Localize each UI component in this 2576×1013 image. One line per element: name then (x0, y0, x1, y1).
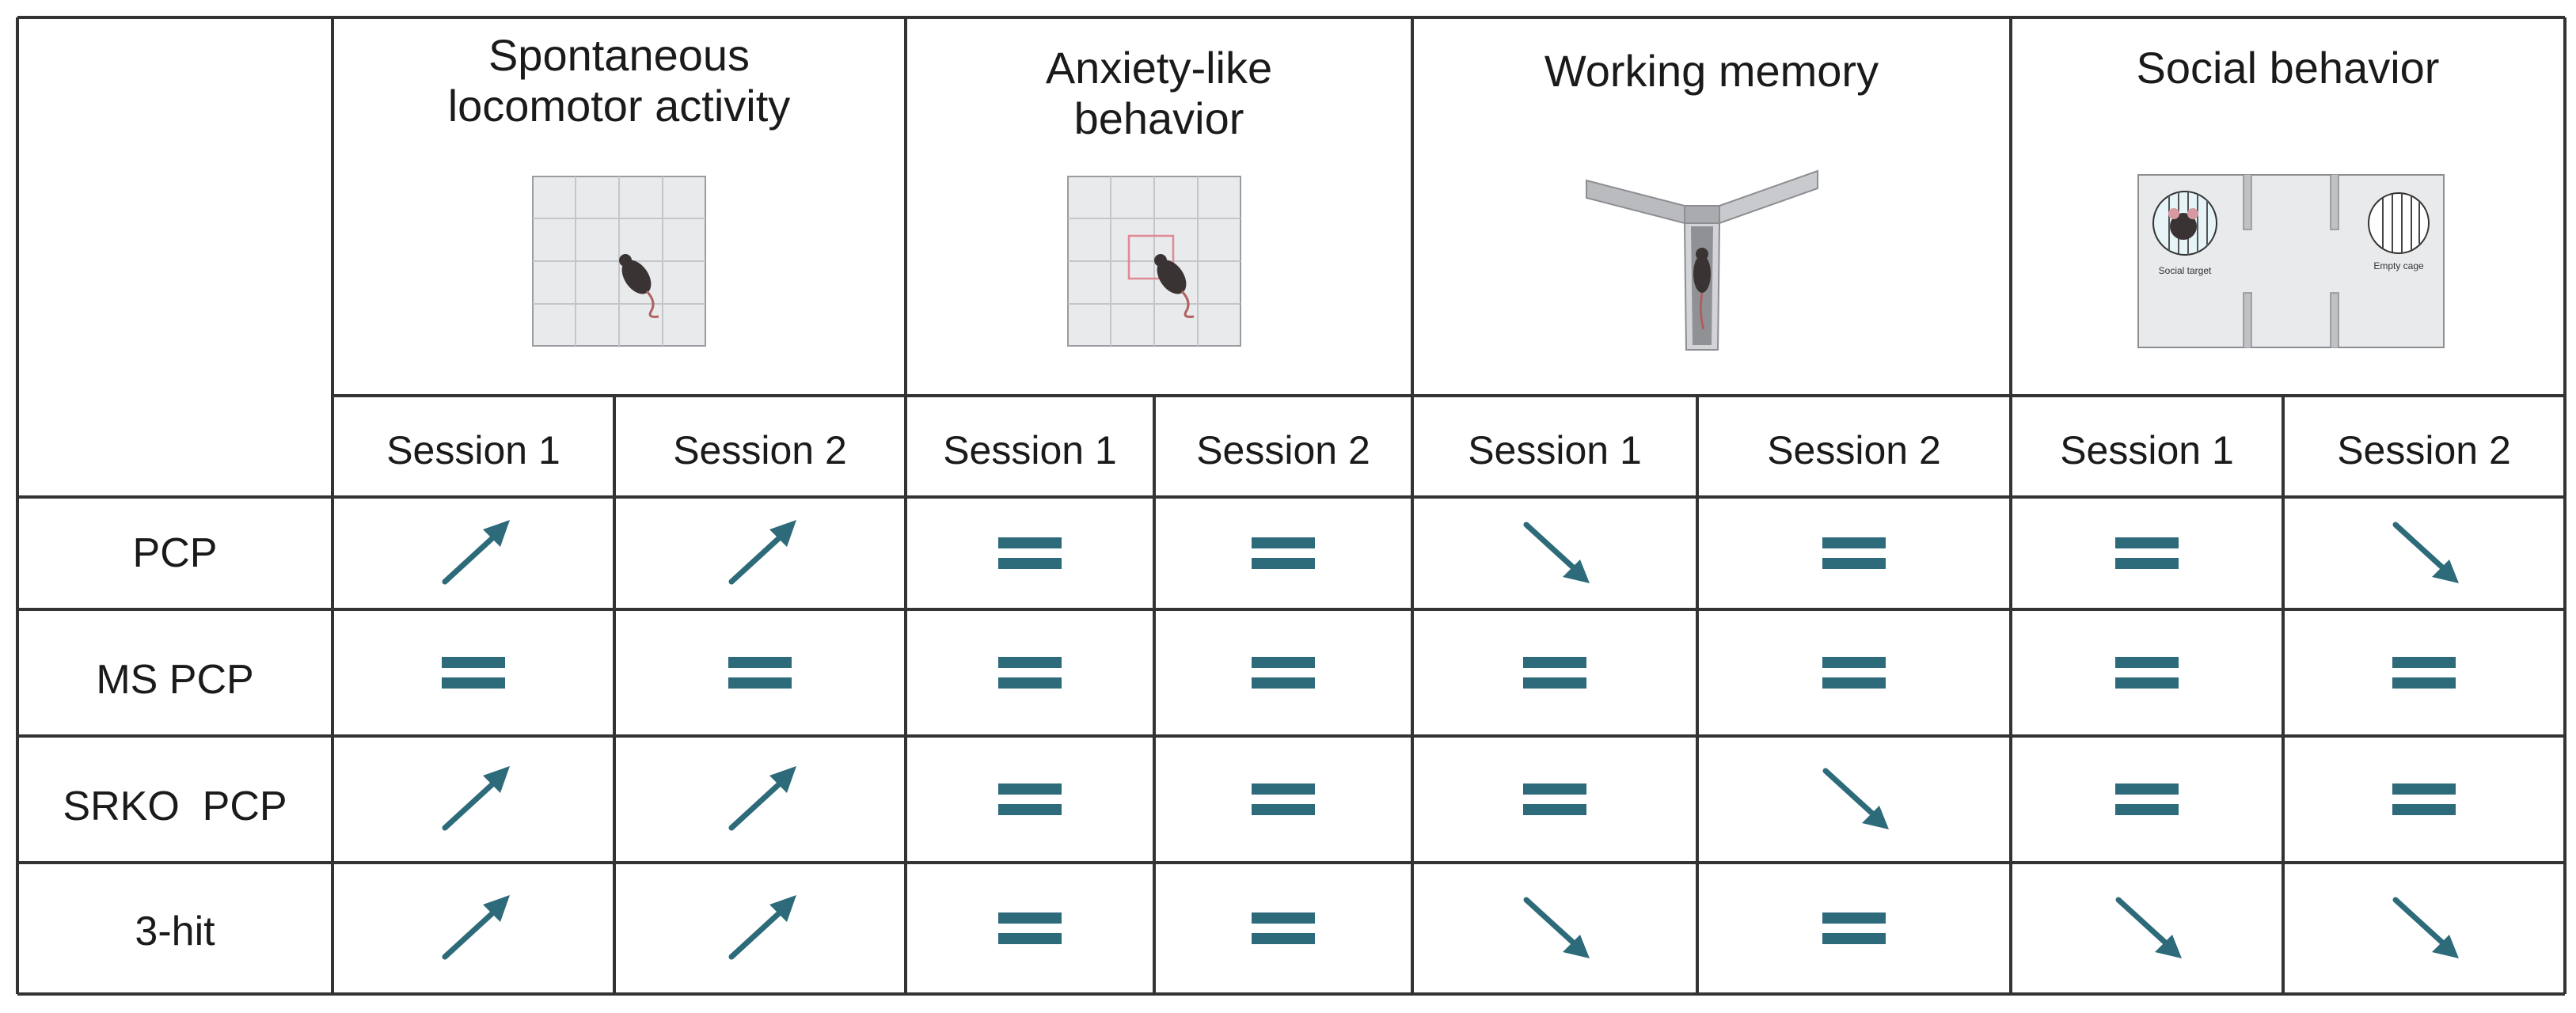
session-header-2: Session 2 (673, 428, 847, 472)
session-header-4: Session 2 (1196, 428, 1370, 472)
header-working-memory: Working memory (1412, 46, 2011, 97)
header-locomotor-line2: locomotor activity (447, 81, 791, 131)
header-social-line1: Social behavior (2136, 43, 2440, 93)
no-change-icon (728, 657, 792, 689)
center-zone (1127, 234, 1175, 280)
row-label-ms-pcp: MS PCP (96, 657, 254, 703)
increase-arrow-icon (728, 895, 796, 960)
three-chamber-illustration: Social target Empty cage (2137, 174, 2445, 348)
no-change-icon (998, 783, 1062, 815)
no-change-icon (1523, 783, 1586, 815)
decrease-arrow-icon (1523, 897, 1590, 958)
decrease-arrow-icon (1822, 768, 1889, 829)
row-label-3-hit: 3-hit (135, 909, 215, 954)
y-maze-illustration (1586, 169, 1818, 351)
open-field-arena-illustration (532, 176, 706, 347)
header-locomotor: Spontaneous locomotor activity (332, 30, 906, 131)
no-change-icon (1252, 783, 1315, 815)
no-change-icon (2115, 537, 2179, 569)
header-memory-line1: Working memory (1544, 46, 1879, 96)
header-social: Social behavior (2011, 43, 2565, 93)
mouse-icon (1154, 254, 1195, 318)
header-anxiety-line2: behavior (1073, 93, 1244, 143)
row-label-srko-pcp: SRKO PCP (63, 783, 287, 829)
no-change-icon (1252, 537, 1315, 569)
no-change-icon (1252, 912, 1315, 944)
social-target-label: Social target (2159, 265, 2212, 276)
social-target-cage (2152, 191, 2217, 256)
header-locomotor-line1: Spontaneous (488, 30, 750, 80)
session-header-7: Session 1 (2060, 428, 2234, 472)
header-anxiety-line1: Anxiety-like (1045, 43, 1273, 93)
session-header-6: Session 2 (1767, 428, 1941, 472)
empty-cage (2368, 192, 2430, 254)
no-change-icon (2115, 783, 2179, 815)
increase-arrow-icon (442, 520, 510, 585)
increase-arrow-icon (728, 766, 796, 831)
no-change-icon (1523, 657, 1586, 689)
row-label-pcp: PCP (132, 530, 218, 576)
increase-arrow-icon (728, 520, 796, 585)
decrease-arrow-icon (2392, 897, 2459, 958)
no-change-icon (1822, 537, 1886, 569)
empty-cage-label: Empty cage (2373, 260, 2424, 271)
no-change-icon (2115, 657, 2179, 689)
session-header-3: Session 1 (943, 428, 1117, 472)
no-change-icon (2392, 657, 2456, 689)
no-change-icon (1822, 912, 1886, 944)
increase-arrow-icon (442, 895, 510, 960)
decrease-arrow-icon (1523, 522, 1590, 583)
increase-arrow-icon (442, 766, 510, 831)
elevated-arena-illustration (1067, 176, 1241, 347)
no-change-icon (998, 537, 1062, 569)
decrease-arrow-icon (2392, 522, 2459, 583)
no-change-icon (1252, 657, 1315, 689)
no-change-icon (1822, 657, 1886, 689)
session-header-8: Session 2 (2337, 428, 2511, 472)
session-header-5: Session 1 (1468, 428, 1642, 472)
decrease-arrow-icon (2115, 897, 2182, 958)
no-change-icon (2392, 783, 2456, 815)
header-anxiety: Anxiety-like behavior (906, 43, 1412, 144)
mouse-icon (1693, 248, 1711, 330)
no-change-icon (998, 912, 1062, 944)
no-change-icon (442, 657, 505, 689)
no-change-icon (998, 657, 1062, 689)
mouse-icon (619, 254, 659, 318)
session-header-1: Session 1 (386, 428, 560, 472)
